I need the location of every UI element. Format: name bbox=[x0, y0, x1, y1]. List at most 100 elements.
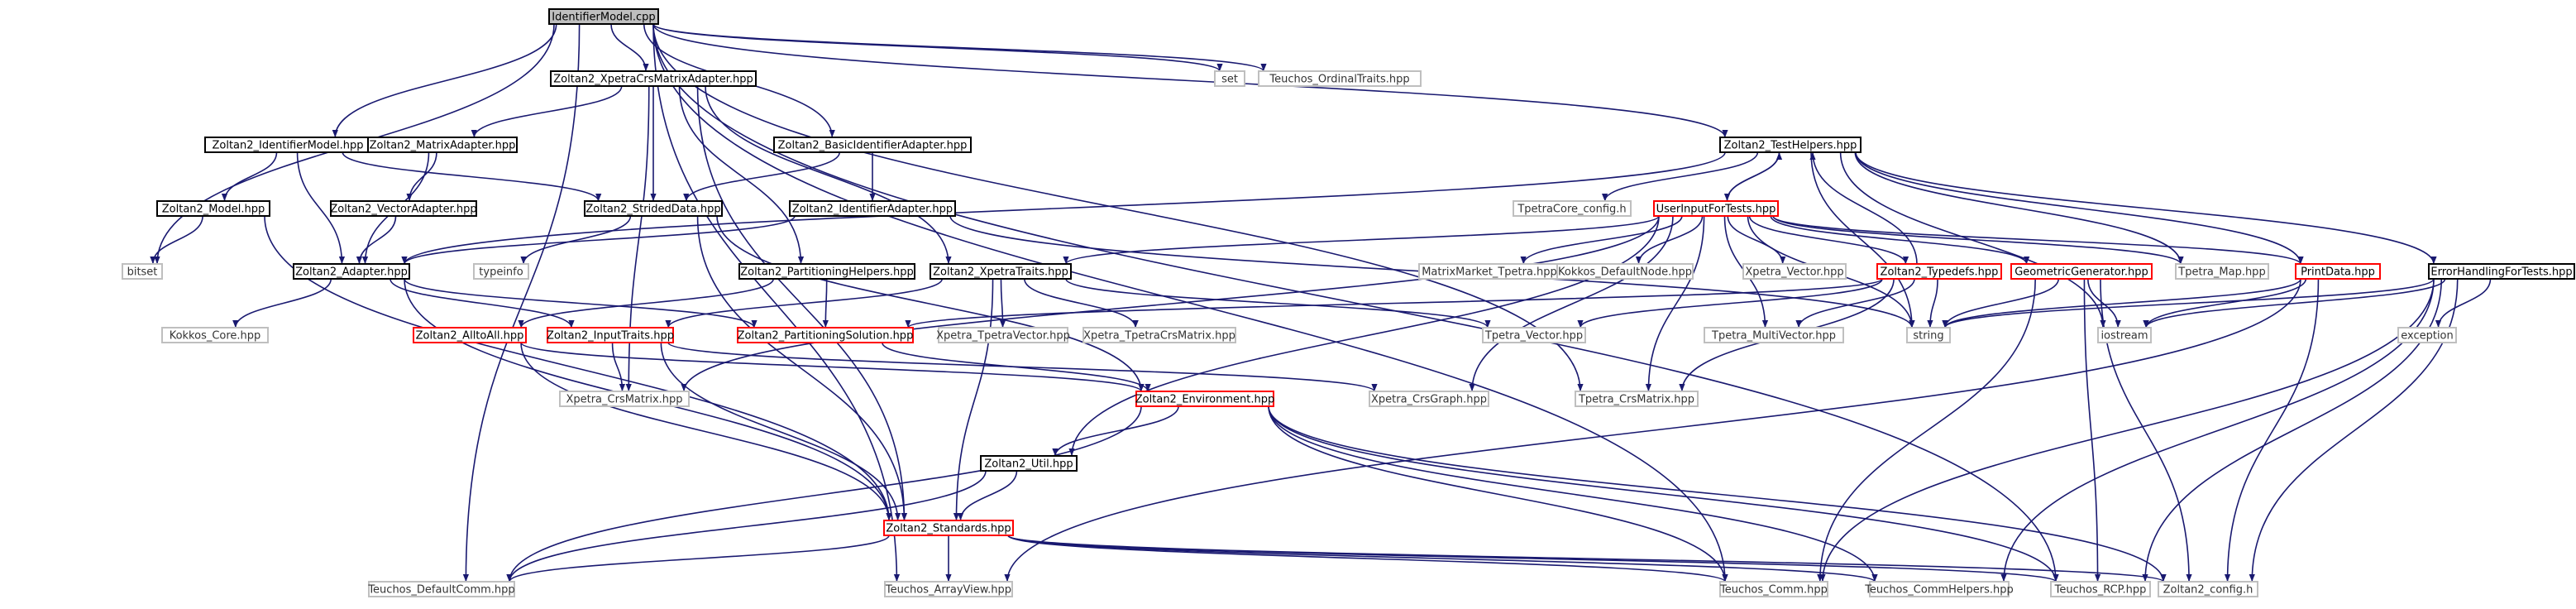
node-box bbox=[773, 137, 972, 153]
node-util[interactable]: Zoltan2_Util.hpp bbox=[980, 455, 1078, 472]
node-adapter[interactable]: Zoltan2_Adapter.hpp bbox=[293, 263, 410, 280]
node-typeinfo[interactable]: typeinfo bbox=[473, 263, 529, 280]
node-box bbox=[1369, 391, 1489, 407]
node-std[interactable]: Zoltan2_Standards.hpp bbox=[883, 520, 1014, 536]
edge-xpcma-to-xpcrs bbox=[625, 85, 650, 392]
node-tpcore[interactable]: TpetraCore_config.h bbox=[1513, 200, 1632, 217]
node-box bbox=[1214, 70, 1245, 87]
node-kokdef[interactable]: Kokkos_DefaultNode.hpp bbox=[1556, 263, 1694, 280]
node-inptr[interactable]: Zoltan2_InputTraits.hpp bbox=[547, 327, 674, 343]
node-mmtp[interactable]: MatrixMarket_Tpetra.hpp bbox=[1418, 263, 1560, 280]
node-string[interactable]: string bbox=[1906, 327, 1951, 343]
node-label: PrintData.hpp bbox=[2301, 266, 2375, 279]
node-partsol[interactable]: Zoltan2_PartitioningSolution.hpp bbox=[737, 327, 914, 343]
edge-std-to-tcomm bbox=[1007, 535, 1728, 583]
node-exception[interactable]: exception bbox=[2397, 327, 2457, 343]
node-idad[interactable]: Zoltan2_IdentifierAdapter.hpp bbox=[789, 200, 956, 217]
node-tcomm[interactable]: Teuchos_Comm.hpp bbox=[1719, 581, 1828, 597]
node-box bbox=[930, 263, 1072, 280]
node-env[interactable]: Zoltan2_Environment.hpp bbox=[1135, 391, 1274, 407]
edge-ehft-to-zcfg bbox=[2249, 278, 2459, 583]
node-label: Zoltan2_PartitioningSolution.hpp bbox=[738, 330, 914, 343]
node-mtxad[interactable]: Zoltan2_MatrixAdapter.hpp bbox=[367, 137, 518, 153]
node-typedefs[interactable]: Zoltan2_Typedefs.hpp bbox=[1876, 263, 2002, 280]
edge-env-to-util bbox=[1052, 405, 1179, 457]
edge-ehft-to-string bbox=[1942, 278, 2435, 328]
node-tpmap[interactable]: Tpetra_Map.hpp bbox=[2175, 263, 2269, 280]
edge-root-to-ordtr bbox=[652, 23, 1267, 72]
node-testhelp[interactable]: Zoltan2_TestHelpers.hpp bbox=[1719, 137, 1862, 153]
edge-typedefs-to-string bbox=[1927, 278, 1938, 328]
node-label: Zoltan2_Typedefs.hpp bbox=[1881, 266, 1999, 279]
node-bitset[interactable]: bitset bbox=[122, 263, 163, 280]
node-tpvec[interactable]: Tpetra_Vector.hpp bbox=[1482, 327, 1586, 343]
edge-idmodel-to-model bbox=[221, 151, 278, 202]
node-trcp[interactable]: Teuchos_RCP.hpp bbox=[2050, 581, 2151, 597]
node-iostream[interactable]: iostream bbox=[2097, 327, 2152, 343]
node-kokcore[interactable]: Kokkos_Core.hpp bbox=[161, 327, 269, 343]
edge-inptr-to-xpcrs bbox=[611, 342, 626, 392]
edge-idad-to-adapter bbox=[401, 215, 796, 265]
node-box bbox=[367, 137, 518, 153]
nodes: IdentifierModel.cppZoltan2_XpetraCrsMatr… bbox=[122, 8, 2575, 597]
node-box bbox=[789, 200, 956, 217]
node-parthelp[interactable]: Zoltan2_PartitioningHelpers.hpp bbox=[738, 263, 915, 280]
node-idmodel[interactable]: Zoltan2_IdentifierModel.hpp bbox=[204, 137, 371, 153]
edge-xptraits-to-xptpcm bbox=[1024, 278, 1139, 328]
edge-root-to-xpcma bbox=[610, 23, 649, 72]
node-box bbox=[883, 520, 1014, 536]
node-model[interactable]: Zoltan2_Model.hpp bbox=[156, 200, 270, 217]
edge-a2a-to-std bbox=[520, 342, 892, 521]
node-label: Xpetra_CrsMatrix.hpp bbox=[566, 394, 682, 406]
node-vecad[interactable]: Zoltan2_VectorAdapter.hpp bbox=[330, 200, 477, 217]
node-label: Zoltan2_IdentifierModel.hpp bbox=[212, 140, 363, 152]
node-box bbox=[1135, 391, 1274, 407]
node-set[interactable]: set bbox=[1214, 70, 1245, 87]
node-xptpcm[interactable]: Xpetra_TpetraCrsMatrix.hpp bbox=[1082, 327, 1236, 343]
node-box bbox=[1704, 327, 1844, 343]
node-label: Xpetra_TpetraVector.hpp bbox=[936, 330, 1070, 343]
node-box bbox=[938, 327, 1068, 343]
node-a2a[interactable]: Zoltan2_AlltoAll.hpp bbox=[413, 327, 527, 343]
node-tpmv[interactable]: Tpetra_MultiVector.hpp bbox=[1704, 327, 1844, 343]
node-geogen[interactable]: GeometricGenerator.hpp bbox=[2010, 263, 2153, 280]
edge-strided-to-env bbox=[716, 215, 1145, 392]
edge-mtxad-to-vecad bbox=[406, 151, 437, 202]
edge-xptraits-to-inptr bbox=[665, 278, 943, 328]
node-xpgraph[interactable]: Xpetra_CrsGraph.hpp bbox=[1369, 391, 1489, 407]
node-box bbox=[584, 200, 723, 217]
node-tdc[interactable]: Teuchos_DefaultComm.hpp bbox=[367, 581, 515, 597]
node-zcfg[interactable]: Zoltan2_config.h bbox=[2158, 581, 2258, 597]
node-label: Zoltan2_VectorAdapter.hpp bbox=[330, 204, 476, 216]
node-root[interactable]: IdentifierModel.cpp bbox=[548, 8, 659, 25]
node-label: Zoltan2_Environment.hpp bbox=[1135, 394, 1274, 406]
edge-typedefs-to-testhelp bbox=[1809, 151, 1918, 265]
node-basicid[interactable]: Zoltan2_BasicIdentifierAdapter.hpp bbox=[773, 137, 972, 153]
node-box bbox=[547, 327, 674, 343]
node-box bbox=[122, 263, 163, 280]
node-ordtr[interactable]: Teuchos_OrdinalTraits.hpp bbox=[1258, 70, 1422, 87]
node-strided[interactable]: Zoltan2_StridedData.hpp bbox=[584, 200, 723, 217]
node-tch[interactable]: Teuchos_CommHelpers.hpp bbox=[1864, 581, 2014, 597]
edge-idmodel-to-strided bbox=[342, 151, 602, 202]
node-ehft[interactable]: ErrorHandlingForTests.hpp bbox=[2428, 263, 2575, 280]
node-uift[interactable]: UserInputForTests.hpp bbox=[1653, 200, 1779, 217]
node-box bbox=[738, 263, 915, 280]
node-xpcma[interactable]: Zoltan2_XpetraCrsMatrixAdapter.hpp bbox=[550, 70, 757, 87]
node-xptraits[interactable]: Zoltan2_XpetraTraits.hpp bbox=[930, 263, 1072, 280]
edge-uift-to-geogen bbox=[1770, 215, 2030, 265]
node-label: ErrorHandlingForTests.hpp bbox=[2430, 266, 2572, 279]
node-tpcrs[interactable]: Tpetra_CrsMatrix.hpp bbox=[1575, 391, 1699, 407]
node-label: Teuchos_RCP.hpp bbox=[2054, 584, 2147, 597]
node-box bbox=[980, 455, 1078, 472]
node-xpcrs[interactable]: Xpetra_CrsMatrix.hpp bbox=[559, 391, 690, 407]
node-label: Zoltan2_TestHelpers.hpp bbox=[1724, 140, 1857, 152]
edge-parthelp-to-a2a bbox=[518, 278, 774, 328]
node-box bbox=[1869, 581, 2010, 597]
node-tav[interactable]: Teuchos_ArrayView.hpp bbox=[884, 581, 1013, 597]
node-xptpv[interactable]: Xpetra_TpetraVector.hpp bbox=[936, 327, 1070, 343]
node-printdata[interactable]: PrintData.hpp bbox=[2295, 263, 2381, 280]
node-box bbox=[330, 200, 477, 217]
node-xpvec[interactable]: Xpetra_Vector.hpp bbox=[1742, 263, 1847, 280]
node-label: iostream bbox=[2100, 330, 2148, 343]
